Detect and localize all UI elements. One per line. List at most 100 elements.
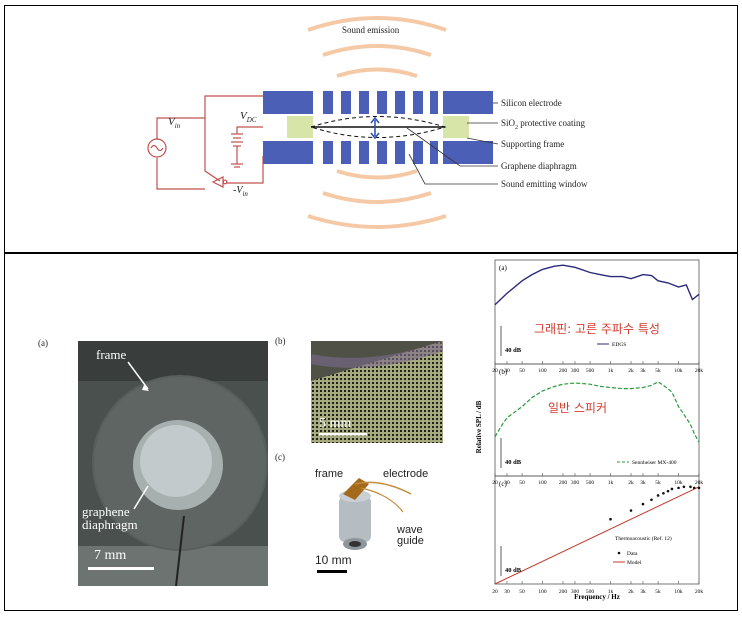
x-tick-label: 30: [504, 368, 510, 374]
x-tick-label: 20: [492, 368, 498, 374]
legend-label: EDGS: [612, 342, 626, 348]
chart-panel-label: (b): [499, 368, 508, 376]
x-tick-label: 100: [538, 368, 547, 374]
photo-b-scale-label: 5 mm: [319, 416, 352, 431]
data-point: [697, 486, 701, 490]
label-silicon-electrode: Silicon electrode: [501, 98, 562, 108]
label-sound-window: Sound emitting window: [501, 179, 588, 189]
x-tick-label: 50: [519, 480, 525, 486]
x-tick-label: 500: [586, 589, 595, 595]
note-graphene: 그래핀: 고른 주파수 특성: [534, 322, 660, 336]
x-tick-label: 300: [571, 589, 580, 595]
x-tick-label: 5k: [655, 480, 661, 486]
leader-lines: [406, 102, 499, 185]
note-regular-speaker: 일반 스피커: [548, 401, 608, 415]
legend-data-marker: [617, 551, 621, 555]
x-tick-label: 30: [504, 589, 510, 595]
diaphragm-deflection: [310, 116, 447, 138]
scale-bar-label: 40 dB: [505, 347, 522, 354]
x-tick-label: 10k: [674, 368, 683, 374]
v-dc-label: VDC: [240, 110, 257, 125]
sound-arc: [322, 44, 432, 57]
x-tick-label: 200: [559, 589, 568, 595]
sound-arc: [336, 67, 418, 78]
neg-v-in-label: -Vin: [233, 185, 248, 198]
vibration-arrow: [370, 116, 380, 140]
x-tick-label: 200: [559, 368, 568, 374]
x-tick-label: 50: [519, 589, 525, 595]
sound-arc: [336, 169, 418, 180]
data-point: [609, 517, 612, 521]
x-tick-label: 20: [492, 589, 498, 595]
x-tick-label: 30: [504, 480, 510, 486]
label-graphene-diaphragm: Graphene diaphragm: [501, 161, 577, 171]
photo-a-frame-label: frame: [96, 347, 127, 362]
x-tick-label: 500: [586, 480, 595, 486]
x-tick-label: 2k: [628, 589, 634, 595]
legend-thermoacoustic: Thermoacoustic (Ref. 12): [615, 535, 672, 542]
circuit-wires: [147, 95, 264, 190]
scale-bar-label: 40 dB: [505, 567, 522, 574]
x-tick-label: 20: [492, 480, 498, 486]
legend-data-label: Data: [627, 551, 638, 557]
photo-c-label: (c): [275, 452, 285, 462]
scale-bar-label: 40 dB: [505, 459, 522, 466]
x-tick-label: 3k: [640, 589, 646, 595]
x-tick-label: 10k: [674, 589, 683, 595]
x-tick-label: 50: [519, 368, 525, 374]
x-tick-label: 5k: [655, 368, 661, 374]
series-edgs: [494, 264, 700, 306]
data-point: [670, 487, 674, 491]
v-in-label: Vin: [168, 116, 181, 131]
x-tick-label: 20k: [695, 589, 704, 595]
data-point: [629, 509, 633, 512]
silicon-electrode-bottom: [263, 141, 493, 164]
data-point: [692, 486, 696, 490]
data-point: [641, 502, 645, 506]
chart-panel-label: (c): [499, 480, 507, 488]
spl-frequency-chart: (a) 40 dB EDGS (b) 40 dB Sennheiser MX-400 (c)…: [475, 259, 704, 601]
data-point: [662, 491, 665, 495]
chart-panel-label: (a): [499, 264, 507, 272]
silicon-electrode-top: [263, 91, 493, 114]
sound-emission-title: Sound emission: [342, 25, 400, 35]
photo-c-frame-label: frame: [315, 468, 344, 480]
label-supporting-frame: Supporting frame: [501, 139, 565, 149]
x-tick-label: 3k: [640, 368, 646, 374]
chart-panel-frame: [494, 259, 700, 365]
legend-label: Sennheiser MX-400: [632, 460, 677, 466]
x-tick-label: 10k: [674, 480, 683, 486]
x-tick-label: 300: [571, 480, 580, 486]
x-axis-label: Frequency / Hz: [574, 593, 620, 601]
sound-arc: [307, 16, 447, 32]
x-tick-label: 100: [538, 480, 547, 486]
schematic-diagram: [147, 16, 499, 229]
x-tick-label: 1k: [608, 589, 614, 595]
photo-b-label: (b): [275, 336, 286, 346]
sound-arc: [322, 191, 432, 204]
x-tick-label: 5k: [655, 589, 661, 595]
x-tick-label: 300: [571, 368, 580, 374]
x-tick-label: 3k: [640, 480, 646, 486]
legend-model-label: Model: [627, 560, 642, 566]
x-tick-label: 100: [538, 589, 547, 595]
data-point: [689, 485, 692, 489]
photo-c-scale-label: 10 mm: [315, 553, 352, 567]
x-tick-label: 20k: [695, 480, 704, 486]
x-tick-label: 20k: [695, 368, 704, 374]
label-sio2-coating: SiO2 protective coating: [501, 118, 585, 131]
schematic-panel: Sound emission Vin VDC -Vin Silicon elec…: [4, 5, 738, 253]
data-point: [682, 485, 686, 489]
data-point: [666, 489, 670, 493]
photo-a-label: (a): [38, 338, 48, 348]
x-tick-label: 500: [586, 368, 595, 374]
supporting-frame: [287, 116, 469, 138]
x-tick-label: 1k: [608, 368, 614, 374]
data-point: [656, 494, 660, 497]
data-point: [650, 498, 653, 502]
